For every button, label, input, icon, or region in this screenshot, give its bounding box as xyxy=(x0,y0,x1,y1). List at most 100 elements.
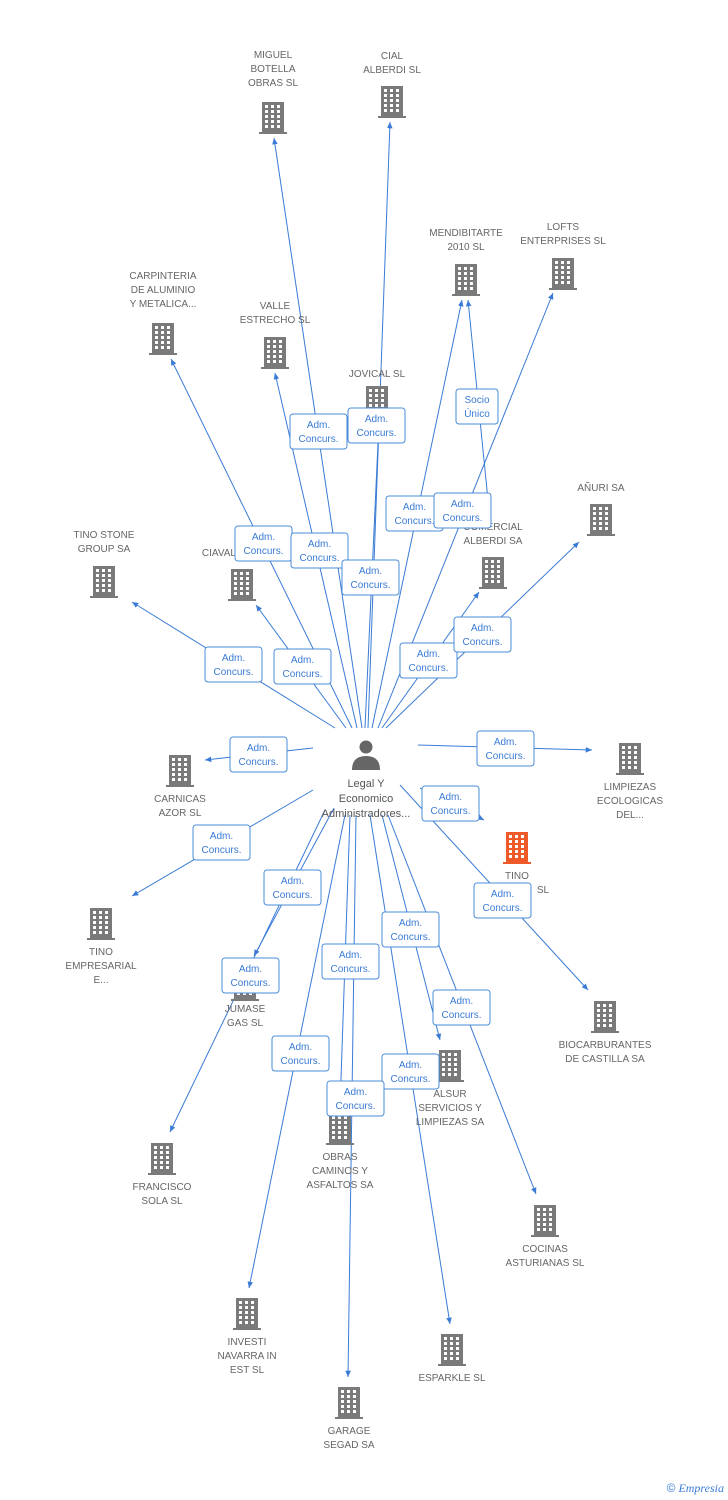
rel-carpinteria[interactable]: Adm. Concurs. xyxy=(234,525,293,562)
relation-label: Adm. xyxy=(344,1087,367,1098)
building-icon xyxy=(503,832,531,864)
rel-limpiezas-ecologicas[interactable]: Adm.Concurs. xyxy=(476,730,535,767)
rel-lofts[interactable]: Adm.Concurs. xyxy=(433,492,492,529)
rel-tino-stone[interactable]: Adm.Concurs. xyxy=(204,646,263,683)
node-label: EST SL xyxy=(230,1365,265,1376)
building-icon xyxy=(587,504,615,536)
relation-label: Adm. xyxy=(307,420,330,431)
node-label: ASTURIANAS SL xyxy=(506,1258,585,1269)
rel-garage-segad[interactable]: Adm.Concurs. xyxy=(326,1080,385,1117)
relation-label: Concurs. xyxy=(350,580,390,591)
rel-ciaval[interactable]: Adm.Concurs. xyxy=(273,648,332,685)
node-label: SL xyxy=(537,885,550,896)
node-tino-empresarial[interactable]: TINOEMPRESARIALE... xyxy=(65,908,137,986)
node-label: NAVARRA IN xyxy=(217,1351,276,1362)
rel-valle-estrecho[interactable]: Adm.Concurs. xyxy=(290,532,349,569)
rel-esparkle[interactable]: Adm.Concurs. xyxy=(381,1053,440,1090)
node-label: OBRAS SL xyxy=(248,78,298,89)
center-person[interactable]: Legal YEconomicoAdministradores... xyxy=(322,740,411,821)
footer-brand[interactable]: © Empresia xyxy=(667,1481,724,1496)
building-icon xyxy=(326,1113,354,1145)
relation-label: Adm. xyxy=(252,532,275,543)
relation-label: Adm. xyxy=(308,539,331,550)
node-label: MIGUEL xyxy=(254,50,293,61)
rel-comercial-alberdi[interactable]: Adm.Concurs. xyxy=(399,642,458,679)
relation-label: Adm. xyxy=(471,623,494,634)
building-icon xyxy=(335,1387,363,1419)
node-anuri[interactable]: AÑURI SA xyxy=(577,481,625,536)
relation-label: Concurs. xyxy=(394,516,434,527)
relation-label: Concurs. xyxy=(390,1074,430,1085)
relation-label: Concurs. xyxy=(441,1010,481,1021)
relation-label: Concurs. xyxy=(238,757,278,768)
building-icon xyxy=(452,264,480,296)
node-label: E... xyxy=(93,975,108,986)
relation-label: Concurs. xyxy=(243,546,283,557)
rel-biocarburantes[interactable]: Adm.Concurs. xyxy=(473,882,532,919)
node-ciaval[interactable]: CIAVAL xyxy=(202,548,256,601)
rel-anuri[interactable]: Adm.Concurs. xyxy=(453,616,512,653)
building-icon xyxy=(591,1001,619,1033)
node-label: BIOCARBURANTES xyxy=(559,1040,652,1051)
relation-label: Concurs. xyxy=(282,669,322,680)
rel-jumase-gas[interactable]: Adm.Concurs. xyxy=(263,869,322,906)
relation-label: Concurs. xyxy=(485,751,525,762)
building-icon xyxy=(531,1205,559,1237)
rel-investi-navarra[interactable]: Adm.Concurs. xyxy=(271,1035,330,1072)
relation-label: Concurs. xyxy=(213,667,253,678)
relation-label: Adm. xyxy=(247,743,270,754)
node-limpiezas-ecologicas[interactable]: LIMPIEZASECOLOGICASDEL... xyxy=(597,743,663,821)
rel-alsur[interactable]: Adm.Concurs. xyxy=(381,911,440,948)
relation-label: Socio xyxy=(464,395,489,406)
brand-logo: Empresia xyxy=(678,1481,724,1495)
rel-francisco-sola[interactable]: Adm.Concurs. xyxy=(221,957,280,994)
node-label: LIMPIEZAS SA xyxy=(416,1117,485,1128)
node-biocarburantes[interactable]: BIOCARBURANTES DE CASTILLA SA xyxy=(559,1001,652,1065)
rel-tino-sl[interactable]: Adm. Concurs. xyxy=(421,785,480,822)
relation-label: Concurs. xyxy=(430,806,470,817)
node-label: DE CASTILLA SA xyxy=(565,1054,645,1065)
building-icon xyxy=(233,1298,261,1330)
rel-cial-alberdi[interactable]: Adm.Concurs. xyxy=(347,407,406,444)
node-label: FRANCISCO xyxy=(133,1182,192,1193)
copyright-symbol: © xyxy=(666,1481,676,1495)
rel-jovical[interactable]: Adm.Concurs. xyxy=(341,559,400,596)
rel-mendibitarte-adm[interactable]: Adm.Concurs. xyxy=(385,495,444,532)
node-label: ALSUR xyxy=(433,1089,466,1100)
node-label: CIAL xyxy=(381,51,404,62)
building-icon xyxy=(436,1050,464,1082)
node-label: ENTERPRISES SL xyxy=(520,236,606,247)
node-label: DEL... xyxy=(616,810,644,821)
node-esparkle[interactable]: ESPARKLE SL xyxy=(418,1334,486,1384)
relation-label: Concurs. xyxy=(230,978,270,989)
rel-obras-caminos[interactable]: Adm.Concurs. xyxy=(321,943,380,980)
rel-miguel-botella[interactable]: Adm.Concurs. xyxy=(289,413,348,450)
rel-carnicas-azor[interactable]: Adm. Concurs. xyxy=(229,736,288,773)
relation-label: Adm. xyxy=(439,792,462,803)
relation-label: Adm. xyxy=(281,876,304,887)
rel-tino-empresarial[interactable]: Adm.Concurs. xyxy=(192,824,251,861)
person-icon xyxy=(352,740,380,770)
rel-cocinas-asturianas[interactable]: Adm.Concurs. xyxy=(432,989,491,1026)
node-label: MENDIBITARTE xyxy=(429,228,503,239)
relation-label: Adm. xyxy=(491,889,514,900)
node-label: AZOR SL xyxy=(159,808,202,819)
